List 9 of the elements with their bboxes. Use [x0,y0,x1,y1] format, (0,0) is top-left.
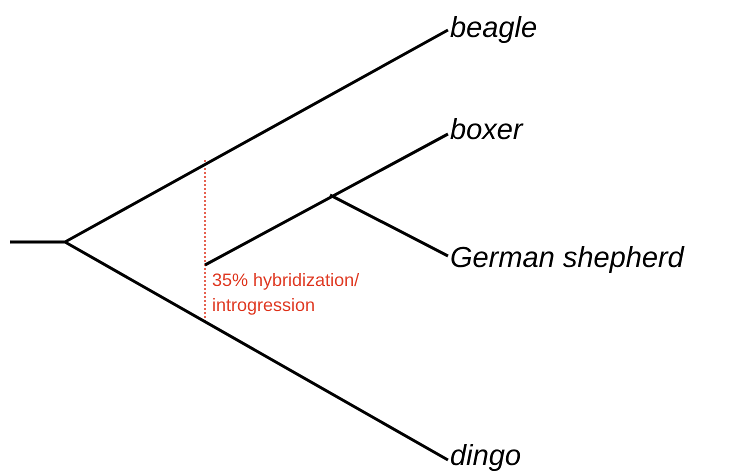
species-label: German shepherd [450,241,684,275]
branch-line [64,240,449,462]
branch-line [329,194,449,258]
branch-line [64,28,449,244]
species-label: dingo [450,439,521,473]
species-label: boxer [450,113,523,147]
annotation-text: 35% hybridization/ introgression [212,269,360,317]
species-label: beagle [450,11,538,45]
branch-line [204,132,449,266]
